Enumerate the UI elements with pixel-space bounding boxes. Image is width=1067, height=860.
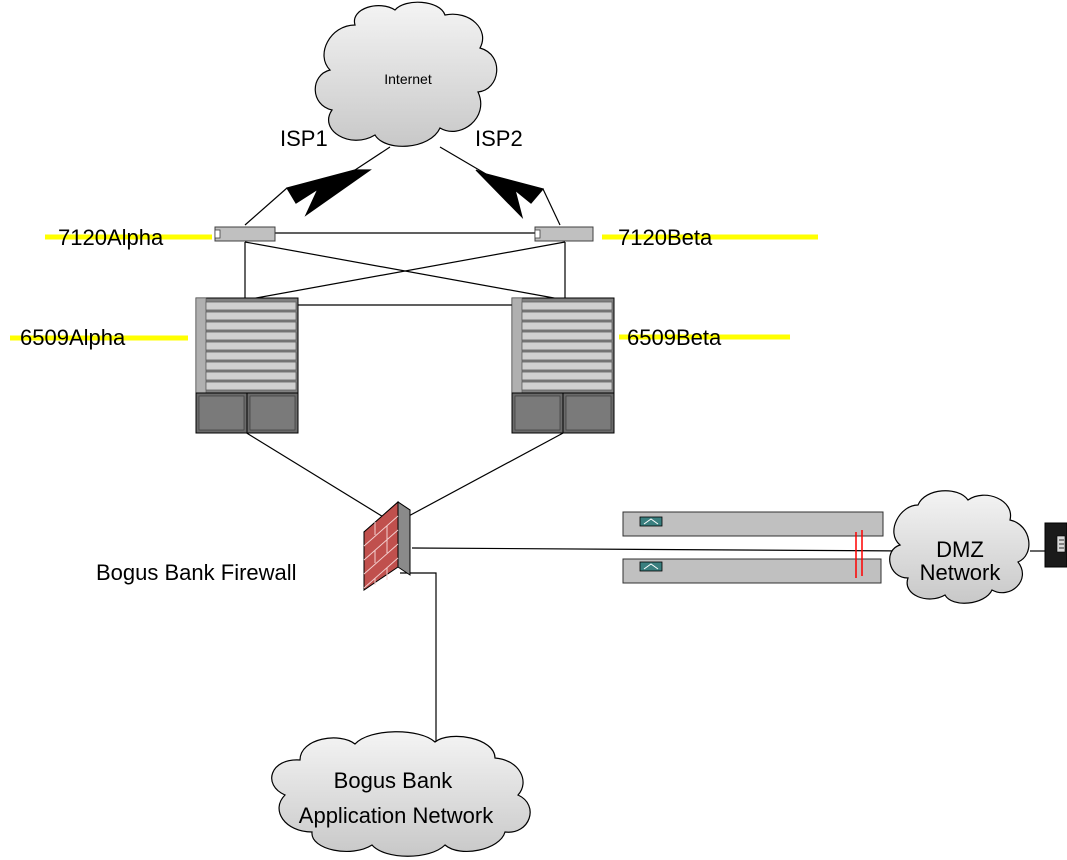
internet-cloud: Internet xyxy=(314,1,498,147)
switch-alpha-label: 6509Alpha xyxy=(20,325,126,350)
app-network-label-line2: Application Network xyxy=(299,803,494,828)
dmz-red-lines xyxy=(855,530,863,578)
isp2-link xyxy=(439,146,561,226)
switch-alpha xyxy=(195,297,299,434)
dmz-label-line2: Network xyxy=(920,560,1002,585)
connection-lines xyxy=(244,232,909,755)
app-network-label-line1: Bogus Bank xyxy=(334,768,454,793)
firewall-label: Bogus Bank Firewall xyxy=(96,560,297,585)
router-beta xyxy=(534,226,594,242)
label-highlights xyxy=(10,234,818,341)
switch-beta-label: 6509Beta xyxy=(627,325,722,350)
dmz-label-line1: DMZ xyxy=(936,537,984,562)
isp2-label: ISP2 xyxy=(475,126,523,151)
internet-label: Internet xyxy=(384,71,432,87)
application-network-cloud: Bogus Bank Application Network xyxy=(271,731,531,857)
isp1-link xyxy=(244,146,391,226)
dmz-cloud: DMZ Network xyxy=(889,490,1030,604)
router-alpha xyxy=(214,226,276,242)
dmz-server-2 xyxy=(622,558,882,584)
router-alpha-label: 7120Alpha xyxy=(58,225,164,250)
isp1-label: ISP1 xyxy=(280,126,328,151)
dmz-host-icon xyxy=(1044,522,1067,568)
router-beta-label: 7120Beta xyxy=(618,225,713,250)
dmz-server-1 xyxy=(622,511,884,537)
firewall-icon xyxy=(363,500,411,591)
switch-beta xyxy=(511,297,615,434)
